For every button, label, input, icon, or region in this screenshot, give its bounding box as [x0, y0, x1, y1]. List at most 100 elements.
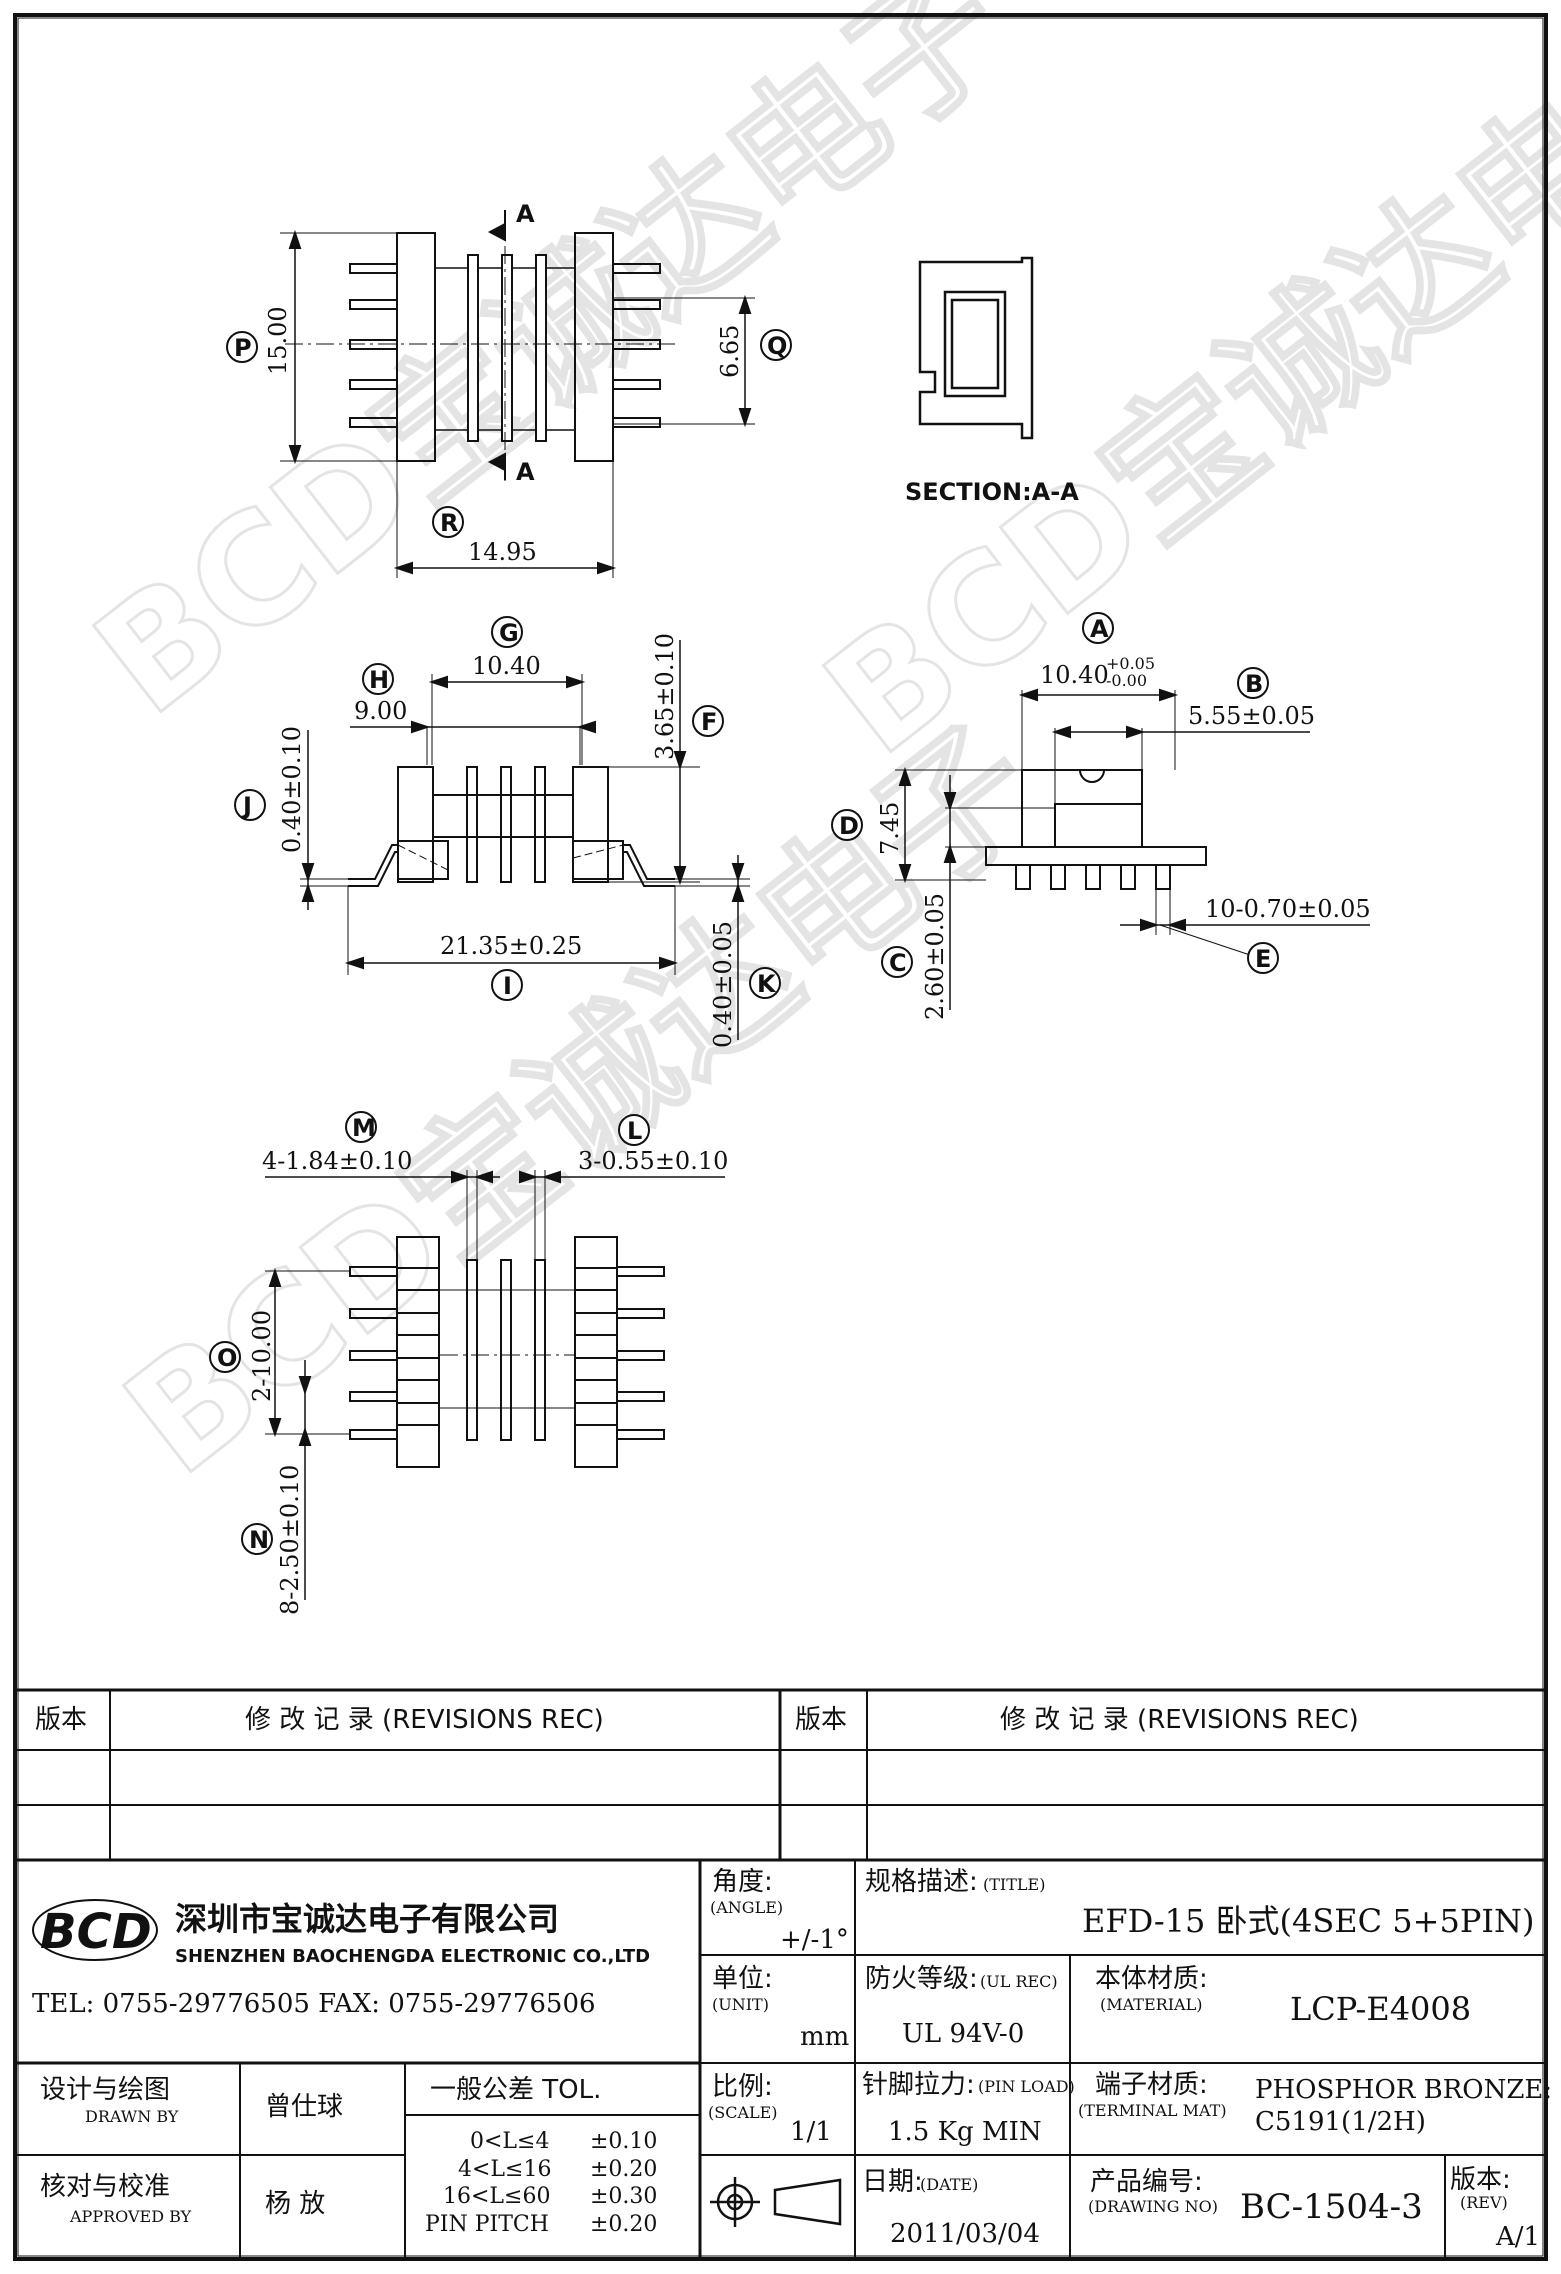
scale-label: 比例: — [712, 2072, 773, 2102]
tol-range-3: 16<L≤60 — [443, 2184, 550, 2209]
terminal-label: 端子材质: — [1095, 2070, 1208, 2100]
rev-value: A/1 — [1495, 2222, 1540, 2252]
tol-value-1: ±0.10 — [590, 2129, 657, 2154]
label-E: E — [1255, 945, 1271, 973]
scale-value: 1/1 — [790, 2117, 832, 2147]
angle-label: 角度: — [712, 1867, 773, 1897]
dim-H: 9.00 — [354, 697, 407, 725]
rev-col-record-left: 修 改 记 录 (REVISIONS REC) — [245, 1705, 604, 1735]
label-G: G — [499, 619, 519, 647]
title-value: EFD-15 卧式(4SEC 5+5PIN) — [1082, 1902, 1535, 1940]
dim-L: 3-0.55±0.10 — [578, 1147, 728, 1175]
label-A: A — [1090, 615, 1109, 643]
top-view — [280, 210, 755, 578]
title-block-grid — [15, 1860, 1546, 2259]
title-label: 规格描述: — [865, 1867, 978, 1897]
inner-border — [17, 17, 1544, 2257]
front-view — [895, 688, 1370, 1010]
tol-title: 一般公差 TOL. — [430, 2075, 601, 2105]
logo-text: BCD — [40, 1904, 152, 1960]
title-label-en: (TITLE) — [983, 1875, 1045, 1894]
bottom-view — [265, 1170, 725, 1600]
bottom-view-text: M 4-1.84±0.10 L 3-0.55±0.10 O 2-10.00 N … — [209, 1111, 728, 1615]
ul-label: 防火等级: — [865, 1964, 978, 1994]
rev-label: 版本: — [1450, 2165, 1511, 2195]
drawing-no-value: BC-1504-3 — [1240, 2187, 1423, 2227]
pin-load-value: 1.5 Kg MIN — [888, 2117, 1042, 2147]
projection-symbol — [710, 2177, 842, 2227]
tol-value-3: ±0.30 — [590, 2184, 657, 2209]
dim-A-tol-up: +0.05 — [1106, 654, 1155, 673]
unit-value: mm — [800, 2022, 849, 2052]
dim-O: 2-10.00 — [248, 1310, 276, 1402]
label-B: B — [1245, 670, 1263, 698]
company-name-en: SHENZHEN BAOCHENGDA ELECTRONIC CO.,LTD — [175, 1946, 650, 1967]
designed-label-en: DRAWN BY — [85, 2107, 179, 2126]
ul-value: UL 94V-0 — [902, 2019, 1024, 2049]
tol-value-2: ±0.20 — [590, 2157, 657, 2182]
tol-range-2: 4<L≤16 — [458, 2157, 551, 2182]
dim-F: 3.65±0.10 — [651, 633, 679, 760]
rev-col-version-left: 版本 — [35, 1705, 87, 1735]
label-O: O — [217, 1344, 237, 1372]
label-L: L — [627, 1117, 642, 1145]
section-label: SECTION:A-A — [905, 478, 1079, 506]
dim-Q: 6.65 — [716, 325, 744, 378]
tol-range-1: 0<L≤4 — [470, 2129, 549, 2154]
material-label: 本体材质: — [1095, 1964, 1208, 1994]
section-mark-bottom: A — [516, 458, 535, 486]
label-F: F — [701, 708, 717, 736]
dim-E: 10-0.70±0.05 — [1205, 895, 1371, 923]
unit-label: 单位: — [712, 1964, 773, 1994]
tol-range-4: PIN PITCH — [425, 2212, 549, 2237]
revisions-table — [15, 1688, 1546, 1862]
company-contact: TEL: 0755-29776505 FAX: 0755-29776506 — [32, 1989, 596, 2019]
dim-K: 0.40±0.05 — [709, 921, 737, 1048]
date-value: 2011/03/04 — [890, 2219, 1040, 2249]
outer-border — [13, 13, 1548, 2261]
company-block: BCD 深圳市宝诚达电子有限公司 SHENZHEN BAOCHENGDA ELE… — [32, 1899, 650, 2019]
pin-load-label: 针脚拉力: — [862, 2070, 975, 2100]
tol-value-4: ±0.20 — [590, 2212, 657, 2237]
dim-R: 14.95 — [468, 538, 537, 566]
dim-D: 7.45 — [876, 802, 904, 855]
designed-by: 曾仕球 — [265, 2092, 343, 2122]
dim-A: 10.40 — [1040, 661, 1109, 689]
terminal-label-en: (TERMINAL MAT) — [1078, 2101, 1227, 2120]
section-mark-top: A — [516, 200, 535, 228]
designed-label: 设计与绘图 — [40, 2075, 170, 2105]
angle-label-en: (ANGLE) — [710, 1898, 783, 1917]
unit-label-en: (UNIT) — [712, 1995, 769, 2014]
rev-col-record-right: 修 改 记 录 (REVISIONS REC) — [1000, 1705, 1359, 1735]
dim-M: 4-1.84±0.10 — [262, 1147, 412, 1175]
label-M: M — [352, 1114, 376, 1142]
label-N: N — [249, 1526, 269, 1554]
title-block-fields: 角度: (ANGLE) +/-1° 规格描述: (TITLE) EFD-15 卧… — [40, 1867, 1552, 2252]
revisions-headers: 版本 修 改 记 录 (REVISIONS REC) 版本 修 改 记 录 (R… — [35, 1705, 1359, 1735]
company-name-cn: 深圳市宝诚达电子有限公司 — [175, 1900, 559, 1938]
label-R: R — [440, 509, 458, 537]
approved-label: 核对与校准 — [40, 2172, 170, 2202]
label-C: C — [889, 949, 907, 977]
label-P: P — [234, 334, 252, 362]
material-label-en: (MATERIAL) — [1100, 1995, 1202, 2014]
terminal-value-1: PHOSPHOR BRONZE: — [1255, 2075, 1552, 2105]
date-label: 日期: — [862, 2167, 923, 2197]
section-aa-view — [918, 256, 1034, 440]
angle-value: +/-1° — [780, 1925, 849, 1955]
pin-load-label-en: (PIN LOAD) — [978, 2077, 1075, 2096]
approved-by: 杨 放 — [265, 2189, 325, 2219]
label-Q: Q — [767, 332, 787, 360]
dim-N: 8-2.50±0.10 — [276, 1465, 304, 1615]
front-view-text: A 10.40 +0.05 -0.00 B 5.55±0.05 D 7.45 C… — [831, 612, 1371, 1020]
rev-label-en: (REV) — [1460, 2193, 1508, 2212]
label-J: J — [241, 792, 252, 820]
label-K: K — [757, 970, 777, 998]
label-H: H — [369, 666, 389, 694]
top-view-text: A A 15.00 6.65 14.95 P Q R — [226, 200, 792, 566]
dim-A-tol-down: -0.00 — [1106, 671, 1147, 690]
side-view-text: G 10.40 H 9.00 3.65±0.10 F J 0.40±0.10 2… — [234, 616, 781, 1048]
dim-B: 5.55±0.05 — [1188, 702, 1315, 730]
label-I: I — [503, 972, 512, 1000]
